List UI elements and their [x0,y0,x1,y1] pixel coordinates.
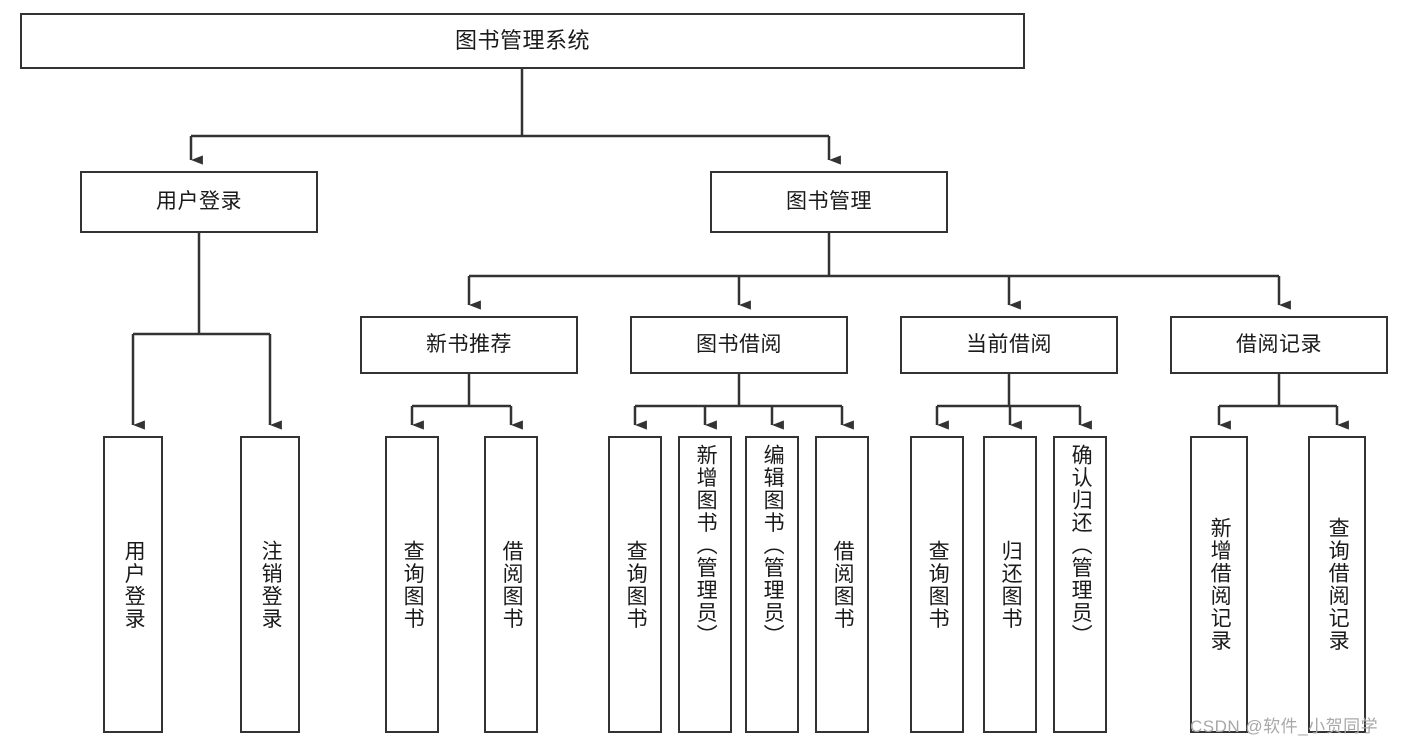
node-leaf-borrow-book-br[interactable]: 借阅图书 [815,436,869,733]
node-book-manage[interactable]: 图书管理 [710,171,948,233]
node-leaf-user-logout[interactable]: 注销登录 [240,436,300,733]
node-leaf-add-book[interactable]: 新增图书（管理员） [678,436,732,733]
node-leaf-query-book-cb-label: 查询图书 [926,539,950,630]
node-root[interactable]: 图书管理系统 [20,13,1025,69]
node-leaf-add-record-label: 新增借阅记录 [1208,517,1232,652]
node-leaf-query-book-rec[interactable]: 查询图书 [385,436,439,733]
node-borrow-record[interactable]: 借阅记录 [1170,316,1388,374]
node-leaf-user-login[interactable]: 用户登录 [103,436,163,733]
node-book-manage-label: 图书管理 [786,190,872,214]
node-leaf-return-book-label: 归还图书 [999,539,1023,630]
node-borrow-record-label: 借阅记录 [1236,333,1322,357]
node-leaf-add-record[interactable]: 新增借阅记录 [1190,436,1248,733]
node-book-borrow[interactable]: 图书借阅 [630,316,848,374]
node-current-borrow-label: 当前借阅 [966,333,1052,357]
node-leaf-query-book-br[interactable]: 查询图书 [608,436,662,733]
node-leaf-user-login-label: 用户登录 [122,539,146,630]
node-leaf-query-book-cb[interactable]: 查询图书 [910,436,964,733]
node-leaf-query-record-label: 查询借阅记录 [1326,517,1350,652]
node-leaf-return-book[interactable]: 归还图书 [983,436,1037,733]
node-leaf-edit-book-label: 编辑图书（管理员） [761,444,785,647]
node-leaf-query-record[interactable]: 查询借阅记录 [1308,436,1366,733]
node-leaf-query-book-rec-label: 查询图书 [401,539,425,630]
node-leaf-user-logout-label: 注销登录 [259,539,283,630]
node-leaf-borrow-book-rec[interactable]: 借阅图书 [484,436,538,733]
node-new-book-rec-label: 新书推荐 [426,333,512,357]
node-leaf-query-book-br-label: 查询图书 [624,539,648,630]
node-leaf-add-book-label: 新增图书（管理员） [694,444,718,647]
node-leaf-edit-book[interactable]: 编辑图书（管理员） [745,436,799,733]
node-book-borrow-label: 图书借阅 [696,333,782,357]
node-leaf-confirm-return-label: 确认归还（管理员） [1069,444,1093,647]
node-leaf-borrow-book-br-label: 借阅图书 [831,539,855,630]
node-leaf-borrow-book-rec-label: 借阅图书 [500,539,524,630]
node-user-login[interactable]: 用户登录 [80,171,318,233]
node-new-book-rec[interactable]: 新书推荐 [360,316,578,374]
node-leaf-confirm-return[interactable]: 确认归还（管理员） [1053,436,1107,733]
node-current-borrow[interactable]: 当前借阅 [900,316,1118,374]
node-root-label: 图书管理系统 [454,27,590,53]
csdn-watermark: CSDN @软件_小贺同学 [1190,717,1379,736]
node-user-login-label: 用户登录 [156,190,242,214]
